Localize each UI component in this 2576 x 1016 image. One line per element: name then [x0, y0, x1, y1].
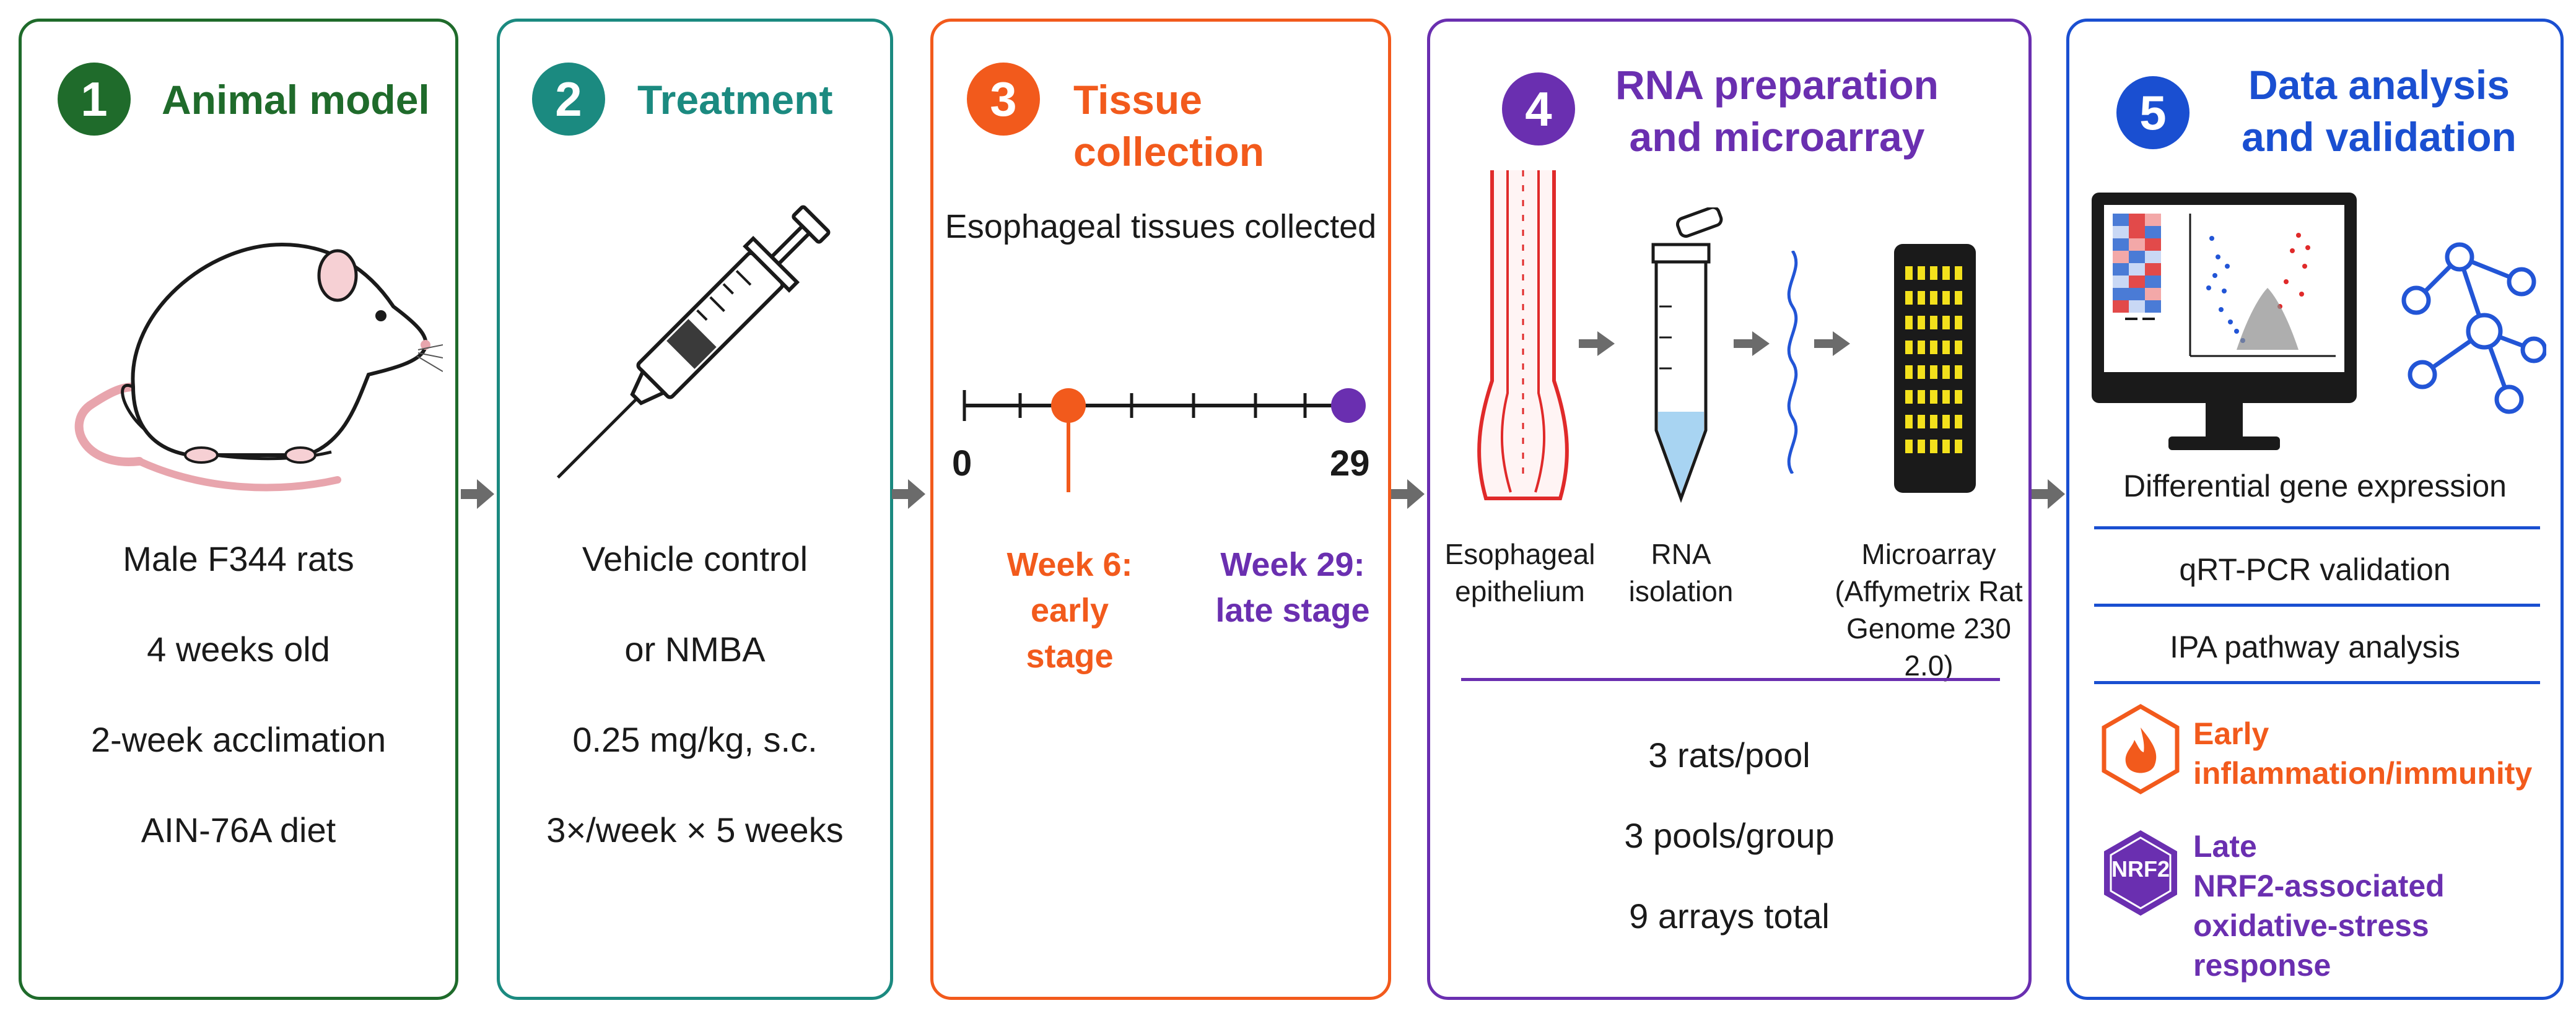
step-number-badge: 3: [967, 63, 1040, 136]
panel-animal-model: 1 Animal model Male F344 rats 4 weeks ol…: [19, 19, 458, 1000]
esophagus-icon: [1477, 170, 1569, 500]
panel-title: Animal model: [162, 77, 430, 123]
step-number-badge: 2: [532, 63, 605, 136]
detail-item: 4 weeks old: [147, 630, 330, 669]
syringe-icon: [556, 205, 831, 479]
panel-rna-microarray: 4 RNA preparation and microarray: [1427, 19, 2032, 1000]
detail-item: or NMBA: [624, 630, 766, 669]
detail-item: Vehicle control: [582, 539, 808, 578]
early-response-label: Early inflammation/immunity: [2193, 716, 2533, 791]
arrow-right-icon: [2032, 479, 2065, 509]
divider: [2094, 526, 2540, 529]
panel-tissue-collection: 3 Tissue collection Esophageal tissues c…: [930, 19, 1391, 1000]
divider: [1461, 678, 2000, 681]
panel-subtitle: Esophageal tissues collected: [945, 208, 1377, 245]
detail-item: 3 rats/pool: [1648, 736, 1810, 775]
qrt-pcr-validation-label: qRT-PCR validation: [2179, 552, 2451, 587]
detail-item: 0.25 mg/kg, s.c.: [572, 720, 818, 759]
arrow-right-icon: [461, 479, 494, 509]
monitor-icon: [2092, 193, 2357, 450]
panel-title: Data analysis and validation: [2242, 62, 2517, 160]
treatment-details: Vehicle control or NMBA 0.25 mg/kg, s.c.…: [500, 514, 890, 875]
arrow-right-icon: [1734, 331, 1770, 356]
late-stage-label: Week 29: late stage: [1215, 546, 1370, 629]
arrow-right-icon: [892, 479, 925, 509]
week-29-marker: [1331, 388, 1366, 423]
detail-item: AIN-76A diet: [141, 810, 336, 849]
divider: [2094, 604, 2540, 607]
array-details: 3 rats/pool 3 pools/group 9 arrays total: [1430, 715, 2028, 957]
week-6-marker: [1051, 388, 1086, 423]
timeline-end-label: 29: [1330, 443, 1370, 484]
timeline: [963, 388, 1366, 492]
timeline-start-label: 0: [952, 443, 972, 484]
arrow-right-icon: [1579, 331, 1615, 356]
detail-item: 2-week acclimation: [90, 720, 386, 759]
step-number-badge: 5: [2116, 76, 2190, 149]
differential-gene-expression-label: Differential gene expression: [2123, 469, 2507, 503]
panel-title: Treatment: [637, 77, 833, 123]
rat-icon: [74, 242, 443, 492]
divider: [2094, 681, 2540, 684]
detail-item: 3×/week × 5 weeks: [546, 810, 844, 849]
panel-title: RNA preparation and microarray: [1615, 62, 1939, 160]
arrow-right-icon: [1814, 331, 1850, 356]
network-icon: [2401, 242, 2546, 414]
early-stage-label: Week 6: early stage: [1006, 546, 1133, 675]
step-number-badge: 1: [58, 63, 131, 136]
arrow-right-icon: [1391, 479, 1425, 509]
nrf2-hexagon-icon: [2104, 830, 2177, 916]
tube-icon: [1651, 207, 1723, 503]
panel-data-analysis: 5 Data analysis and validation: [2066, 19, 2564, 1000]
microarray-chip-icon: [1894, 244, 1976, 493]
panel-treatment: 2 Treatment Vehicle control or NMBA 0.25…: [497, 19, 893, 1000]
rna-strand-icon: [1787, 251, 1798, 474]
detail-item: 3 pools/group: [1624, 816, 1835, 855]
animal-details: Male F344 rats 4 weeks old 2-week acclim…: [22, 514, 455, 875]
flame-hexagon-icon: [2102, 703, 2180, 795]
panel-title: Tissue collection: [1073, 77, 1265, 175]
detail-item: 9 arrays total: [1629, 897, 1830, 936]
detail-item: Male F344 rats: [123, 539, 354, 578]
step-number-badge: 4: [1502, 72, 1575, 145]
ipa-pathway-analysis-label: IPA pathway analysis: [2170, 630, 2460, 664]
late-response-label: Late NRF2-associated oxidative-stress re…: [2193, 829, 2445, 983]
nrf2-badge-label: NRF2: [2111, 856, 2170, 882]
